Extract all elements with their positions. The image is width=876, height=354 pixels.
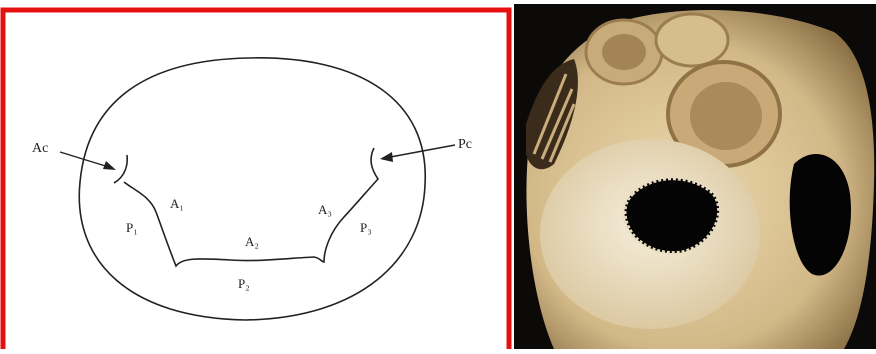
- label-a1: A₁: [170, 196, 184, 211]
- upper-ring-left-inner: [602, 34, 646, 70]
- valve-schematic-svg: Ac Pc A₁ A₂ A₃ P₁ P₂ P₃: [0, 0, 512, 349]
- label-a3: A₃: [318, 202, 332, 217]
- label-pc: Pc: [458, 137, 472, 152]
- label-ac: Ac: [32, 141, 48, 156]
- label-a2: A₂: [245, 234, 259, 249]
- upper-ring-mid: [656, 14, 728, 66]
- label-p1: P₁: [126, 220, 138, 235]
- label-p2: P₂: [238, 276, 250, 291]
- red-frame: [3, 10, 509, 349]
- heart-specimen-photo: [514, 4, 876, 349]
- heart-specimen-svg: [514, 4, 876, 349]
- aortic-ring-inner: [690, 82, 762, 150]
- valve-schematic-panel: Ac Pc A₁ A₂ A₃ P₁ P₂ P₃: [0, 0, 512, 349]
- label-p3: P₃: [360, 220, 372, 235]
